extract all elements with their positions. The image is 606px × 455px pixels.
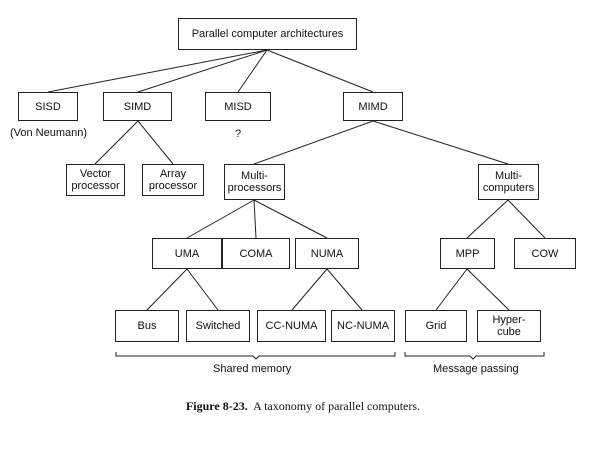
- node-array-processor: Array processor: [142, 164, 204, 196]
- node-root: Parallel computer architectures: [178, 18, 357, 50]
- message-passing-brace: [404, 352, 545, 360]
- node-bus: Bus: [115, 310, 179, 342]
- node-cc-numa: CC-NUMA: [257, 310, 326, 342]
- shared-memory-brace: [115, 352, 396, 360]
- node-numa: NUMA: [295, 238, 359, 269]
- node-switched: Switched: [186, 310, 250, 342]
- node-uma: UMA: [152, 238, 222, 269]
- node-vector-processor: Vector processor: [66, 164, 125, 196]
- node-mpp: MPP: [440, 238, 495, 269]
- node-multicomputers: Multi- computers: [478, 164, 539, 200]
- label-shared-memory: Shared memory: [213, 363, 292, 375]
- caption-label: Figure 8-23.: [185, 399, 248, 413]
- node-cow: COW: [514, 238, 576, 269]
- node-hypercube: Hyper- cube: [477, 310, 541, 342]
- caption-text: A taxonomy of parallel computers.: [253, 399, 421, 413]
- node-misd: MISD: [205, 92, 271, 121]
- note-misd-unknown: ?: [235, 128, 242, 140]
- node-multiprocessors: Multi- processors: [224, 164, 285, 200]
- figure-caption: Figure 8-23. A taxonomy of parallel comp…: [0, 399, 606, 414]
- node-nc-numa: NC-NUMA: [331, 310, 395, 342]
- node-coma: COMA: [222, 238, 290, 269]
- node-mimd: MIMD: [343, 92, 403, 121]
- node-sisd: SISD: [18, 92, 78, 121]
- note-von-neumann: (Von Neumann): [10, 127, 88, 139]
- node-simd: SIMD: [103, 92, 172, 121]
- label-message-passing: Message passing: [433, 363, 519, 375]
- node-grid: Grid: [405, 310, 467, 342]
